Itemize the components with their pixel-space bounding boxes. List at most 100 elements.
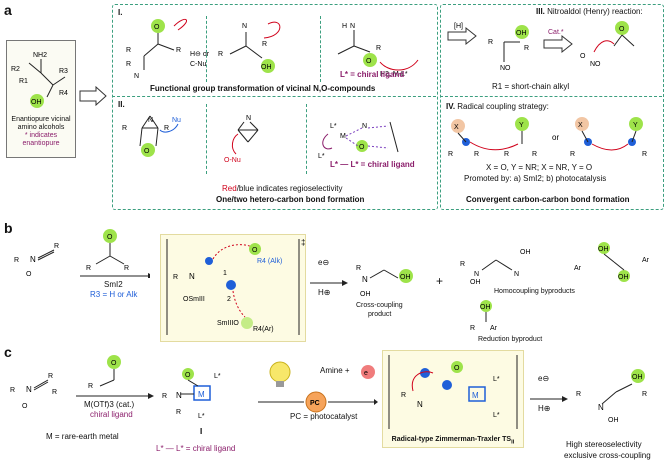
panel-b-nitrone: R N O R [14,243,59,278]
svg-text:R: R [122,125,127,132]
section-ii-sep-2 [306,104,307,174]
svg-text:O-Nu: O-Nu [224,157,241,164]
svg-text:O: O [619,26,625,33]
svg-text:OH: OH [360,291,371,298]
svg-text:R: R [88,383,93,390]
svg-text:Cat.*: Cat.* [548,29,564,36]
panel-c-amine: Amine + [320,366,350,375]
svg-text:R: R [54,243,59,250]
svg-text:N: N [474,271,479,278]
svg-text:R: R [86,265,91,272]
panel-b-carbonyl: O R R [80,229,150,278]
panel-b-arrow-top: e⊖ [318,258,330,267]
panel-b-label: b [4,220,13,236]
svg-text:H2, M-L*: H2, M-L* [380,71,408,78]
panel-b-r3-note: R3 = H or Alk [90,290,138,299]
panel-c-label: c [4,344,12,360]
section-ii-caption: One/two hetero-carbon bond formation [216,195,365,204]
svg-text:R1: R1 [19,78,28,85]
svg-text:N: N [176,391,182,400]
svg-text:R: R [162,393,167,400]
svg-text:R: R [52,389,57,396]
starting-material-box: NH2 R2 R1 R3 R4 OH Enantiopure vicinal a… [6,40,76,158]
svg-text:N: N [417,400,423,409]
svg-text:OH: OH [632,374,643,381]
panel-c-result-2: exclusive cross-coupling [564,451,651,460]
svg-text:R: R [356,265,361,272]
section-ii-structures: N O R R Nu N O-Nu L* M N O L* [122,115,399,164]
svg-text:L*: L* [318,153,325,160]
section-iv-structures: X R R Y R R or X Y R R [448,117,647,158]
svg-text:N: N [242,23,247,30]
svg-text:Ar: Ar [490,325,498,332]
svg-text:L*: L* [493,376,500,383]
svg-text:N: N [148,117,153,124]
start-title-2: amino alcohols [17,124,65,131]
svg-text:OH: OH [480,304,491,311]
panel-b-plus: + [436,274,444,288]
svg-text:R: R [474,151,479,158]
svg-text:R: R [504,151,509,158]
svg-text:O: O [454,365,460,372]
svg-text:OSmIII: OSmIII [183,296,205,303]
panel-b-transition-state: ‡ R N OSmIII 1 2 O R4 (Alk) SmIIIO R4(Ar… [160,234,306,342]
svg-text:R: R [532,151,537,158]
panel-c-arrow [530,396,568,402]
svg-text:R: R [460,261,465,268]
panel-c-ts-structure: M O R N L* L* [388,355,518,429]
svg-text:R3: R3 [59,68,68,75]
section-i-sep-2 [320,16,321,82]
svg-text:Ar: Ar [642,257,650,264]
panel-c-metal-note: M = rare-earth metal [46,432,119,441]
svg-text:OH: OH [520,249,531,256]
panel-b-ts-structure: ‡ R N OSmIII 1 2 O R4 (Alk) SmIIIO R4(Ar… [166,238,305,335]
svg-text:O: O [144,148,150,155]
section-i-sep-1 [206,16,207,82]
section-ii-regio-note: Red/blue indicates regioselectivity [222,184,343,193]
svg-text:R4: R4 [59,90,68,97]
svg-text:R: R [164,125,169,132]
svg-text:O: O [580,53,586,60]
svg-text:H: H [342,23,347,30]
svg-text:L*: L* [198,413,205,420]
svg-text:N: N [189,272,195,281]
svg-text:1: 1 [223,270,227,277]
panel-c-pc-note: PC = photocatalyst [290,412,358,421]
svg-text:SmIIIO: SmIIIO [217,320,239,327]
panel-c-ts-title: Radical-type Zimmerman-Traxler TSII [391,436,515,446]
panel-a-frame-left [112,4,438,210]
svg-text:e: e [364,370,368,377]
svg-text:R: R [176,47,181,54]
panel-a-divider-right [440,96,662,97]
retrosynthesis-arrow [79,86,107,106]
svg-text:M: M [340,133,346,140]
svg-text:OH: OH [516,30,527,37]
svg-text:N: N [514,271,519,278]
panel-c-ligand-def: L* — L* = chiral ligand [156,444,236,453]
start-title-1: Enantiopure vicinal [11,116,71,123]
svg-text:R: R [524,45,529,52]
section-ii-ligand-note: L* — L* = chiral ligand [330,160,415,169]
svg-text:2: 2 [227,296,231,303]
section-iii-note: R1 = short-chain alkyl [492,82,570,91]
svg-text:R: R [10,387,15,394]
svg-text:N: N [350,23,355,30]
panel-a-frame-right [440,4,664,210]
panel-c-ligand: chiral ligand [90,410,133,419]
panel-b-reagent: SmI2 [104,280,123,289]
svg-text:R: R [262,41,267,48]
svg-text:N: N [26,385,32,394]
svg-text:O: O [111,360,117,367]
nh2-label: NH2 [33,52,47,59]
svg-text:R: R [173,274,178,281]
panel-c-photocatalysis: PC e [258,361,378,413]
svg-text:N: N [598,403,604,412]
panel-b-product: R N OH OH [356,265,413,298]
svg-text:L*: L* [214,373,221,380]
panel-c-transition-state: M O R N L* L* Radical-type Zimmerman-Tra… [382,350,524,448]
amino-alcohol-structure: NH2 R2 R1 R3 R4 OH [11,52,68,108]
svg-text:OH: OH [618,274,629,281]
svg-text:O: O [154,24,160,31]
svg-text:R: R [570,151,575,158]
svg-text:NO: NO [500,65,511,72]
